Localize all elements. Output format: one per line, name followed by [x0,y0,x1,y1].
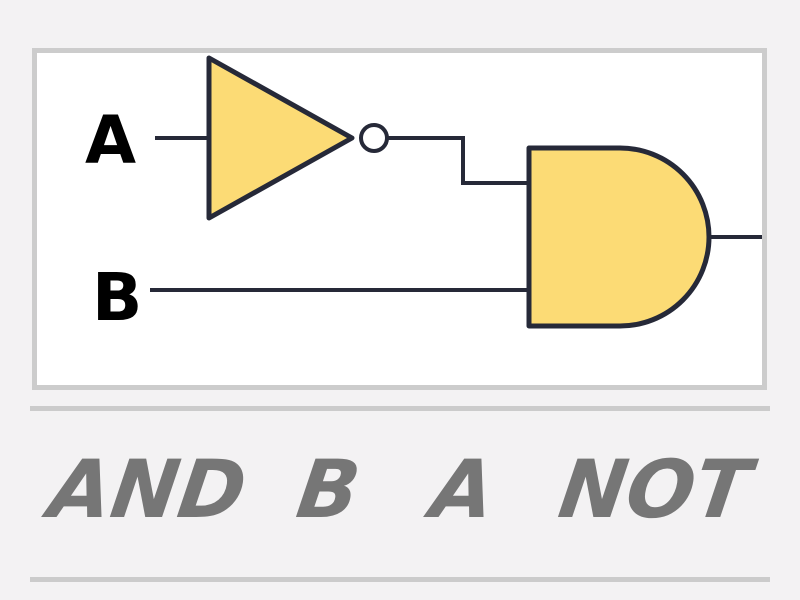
input-label-a: A [85,102,136,179]
answer-word-and[interactable]: AND [43,443,252,536]
answer-word-b[interactable]: B [291,443,366,536]
answer-word-not[interactable]: NOT [553,443,757,536]
and-gate [526,145,712,329]
circuit-diagram: A B [85,55,762,336]
answer-word-bank: AND B A NOT [0,440,800,540]
input-label-b: B [92,259,142,336]
wire-not-a [387,136,527,185]
answer-word-a[interactable]: A [425,443,501,536]
not-gate [206,55,355,221]
not-gate-bubble [359,123,389,153]
divider-top [30,406,770,411]
divider-bottom [30,577,770,582]
